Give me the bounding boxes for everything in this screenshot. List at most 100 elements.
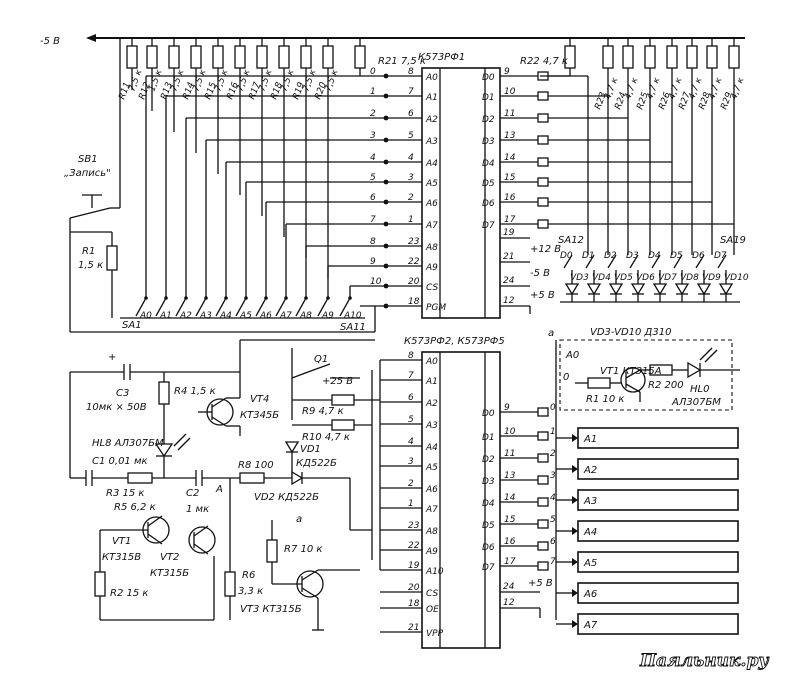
chip1-minus5: -5 В [530, 268, 550, 279]
pullup-resistor [278, 45, 290, 69]
chip2-data-label: D5 [482, 521, 495, 531]
chip1-data-number: 14 [504, 153, 516, 163]
data-switch-label: D6 [692, 251, 705, 261]
chip2-pin-label: A5 [425, 463, 438, 473]
chip1-pin-label: A5 [425, 179, 438, 189]
plus25-label: +25 В [322, 376, 353, 387]
chip2-pin-number: 18 [408, 599, 420, 609]
switch-contact [164, 296, 168, 300]
chip2-data-number: 9 [504, 403, 510, 413]
chip1-pin24: 24 [503, 276, 515, 286]
switch-contact [244, 296, 248, 300]
output-bar-label: A3 [583, 496, 597, 507]
chip1-data-label: D1 [482, 93, 495, 103]
address-switch-label: A8 [299, 311, 312, 321]
data-buffer [537, 497, 549, 507]
ind-r2: R2 200 [648, 380, 684, 391]
output-bar-label: A5 [583, 558, 597, 569]
data-buffer [537, 453, 549, 463]
output-bar-label: A2 [583, 465, 597, 476]
data-switch [717, 254, 727, 269]
resistor-value: 7,5 к [323, 68, 340, 93]
chip1-bit-index: 2 [370, 109, 376, 119]
output-bar [577, 520, 739, 542]
chip1-bit-index: 4 [370, 153, 376, 163]
ind-hl0: HL0 [690, 384, 709, 395]
chip1-pin-label: CS [426, 283, 438, 293]
chip2-data-label: D4 [482, 499, 495, 509]
chip1-data-label: D5 [482, 179, 495, 189]
junction-dot [383, 243, 389, 249]
vd2-label: VD2 КД522Б [254, 492, 319, 503]
pullup-resistor [190, 45, 202, 69]
vt4-ref: VT4 [250, 394, 269, 405]
chip1-pin-label: A6 [425, 199, 438, 209]
chip2-bit: 5 [550, 515, 556, 525]
chip1-pin-number: 22 [408, 257, 420, 267]
r1-ref: R1 [82, 246, 95, 257]
chip2-bit: 0 [550, 403, 556, 413]
chip2-data-number: 10 [504, 427, 516, 437]
chip1-pin-number: 20 [408, 277, 420, 287]
r1-resistor: R1 1,5 к [70, 231, 118, 318]
chip1-data-number: 13 [504, 131, 516, 141]
diode-label: VD4 [592, 273, 611, 283]
pullup-resistor [256, 45, 268, 69]
vt4-type: КТ345Б [240, 410, 279, 421]
chip1-pin19: 19 [503, 228, 515, 238]
address-switch-label: A9 [321, 311, 334, 321]
output-bar-label: A6 [583, 589, 597, 600]
pullup-resistor [126, 45, 138, 69]
chip2-pin-label: A7 [425, 505, 438, 515]
data-switch-label: D2 [604, 251, 617, 261]
chip2-pin-label: VPP [426, 629, 444, 639]
address-switch-label: A5 [239, 311, 252, 321]
junction-dot [383, 303, 389, 309]
address-switch [317, 297, 329, 317]
chip1-data-number: 17 [504, 215, 516, 225]
chip1-power: 19 21 24 12 +12 В -5 В +5 В [500, 228, 561, 314]
r2-label: R2 15 к [110, 588, 148, 599]
chip1-bit-index: 9 [370, 257, 376, 267]
junction-dot [383, 115, 389, 121]
data-pullup-resistor [706, 45, 718, 69]
chip1-pin-number: 5 [408, 131, 414, 141]
chip2-pin24: 24 [503, 582, 515, 592]
data-switch [673, 254, 683, 269]
ind-r1: R1 10 к [586, 394, 624, 405]
address-switch [135, 297, 147, 317]
address-bus-lines [145, 75, 360, 298]
vd1-type: КД522Б [296, 458, 337, 469]
chip1-pin-number: 18 [408, 297, 420, 307]
chip2-pin-number: 4 [408, 437, 414, 447]
chip1-bit-index: 10 [370, 277, 382, 287]
chip2-data-number: 11 [504, 449, 515, 459]
chip2-bit: 6 [550, 537, 556, 547]
chip1-pin-label: A4 [425, 159, 438, 169]
led-diode [696, 283, 712, 296]
chip1-pin21: 21 [503, 252, 514, 262]
diode-label: VD10 [724, 273, 749, 283]
supply-rail-minus5: -5 В [40, 34, 745, 47]
supply-label-minus5: -5 В [40, 36, 60, 47]
chip-k573rf2: К573РФ2, К573РФ5 [404, 336, 505, 649]
chip1-title: К573РФ1 [418, 52, 465, 63]
data-buffer [537, 541, 549, 551]
chip1-bit-index: 7 [370, 215, 376, 225]
chip1-pin-number: 7 [408, 87, 414, 97]
chip2-pin-number: 1 [408, 499, 414, 509]
node-a: A [215, 484, 223, 495]
address-switch [339, 297, 351, 317]
chip1-bit-index: 6 [370, 193, 376, 203]
switch-contact [224, 296, 228, 300]
address-switch-label: A6 [259, 311, 272, 321]
junction-dot [383, 263, 389, 269]
data-switch [629, 254, 639, 269]
chip2-pin-label: A4 [425, 443, 438, 453]
output-bar-label: A1 [583, 434, 597, 445]
chip1-pin-label: A3 [425, 137, 438, 147]
chip2-pin-number: 21 [408, 623, 419, 633]
data-pullup-resistor [602, 45, 614, 69]
chip1-pin-number: 8 [408, 67, 414, 77]
